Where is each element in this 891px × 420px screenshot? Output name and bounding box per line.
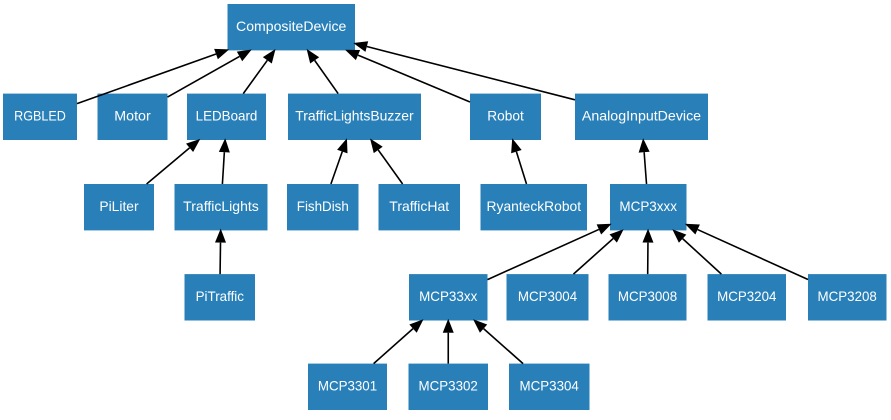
svg-text:Robot: Robot — [487, 108, 524, 124]
svg-text:MCP3204: MCP3204 — [717, 288, 776, 304]
svg-text:MCP3301: MCP3301 — [318, 378, 377, 394]
svg-text:CompositeDevice: CompositeDevice — [236, 18, 347, 34]
svg-text:PiLiter: PiLiter — [99, 198, 139, 214]
svg-text:MCP3004: MCP3004 — [518, 288, 577, 304]
svg-text:RyanteckRobot: RyanteckRobot — [487, 198, 582, 214]
svg-text:MCP3008: MCP3008 — [618, 288, 677, 304]
svg-text:TrafficLights: TrafficLights — [183, 198, 259, 214]
svg-text:MCP3208: MCP3208 — [818, 288, 877, 304]
svg-text:FishDish: FishDish — [297, 198, 349, 214]
svg-text:MCP33xx: MCP33xx — [419, 288, 477, 304]
svg-text:TrafficHat: TrafficHat — [389, 198, 449, 214]
svg-text:TrafficLightsBuzzer: TrafficLightsBuzzer — [295, 108, 414, 124]
svg-text:MCP3xxx: MCP3xxx — [619, 198, 677, 214]
svg-text:MCP3304: MCP3304 — [520, 378, 579, 394]
svg-text:LEDBoard: LEDBoard — [196, 108, 258, 124]
svg-text:RGBLED: RGBLED — [14, 108, 66, 124]
svg-text:AnalogInputDevice: AnalogInputDevice — [582, 108, 701, 124]
svg-text:MCP3302: MCP3302 — [419, 378, 478, 394]
svg-text:PiTraffic: PiTraffic — [196, 288, 244, 304]
svg-text:Motor: Motor — [114, 108, 151, 124]
